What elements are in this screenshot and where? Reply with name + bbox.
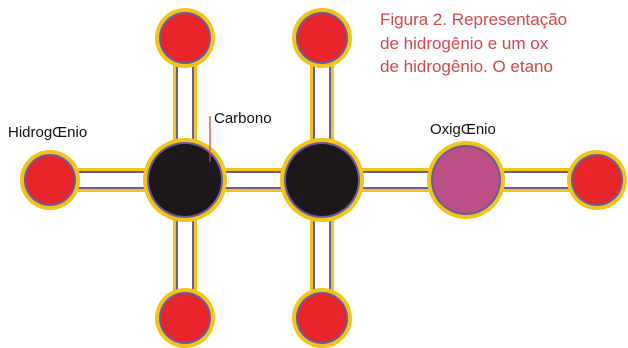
hydrogen-atom-c1-top bbox=[155, 8, 215, 68]
hydrogen-atom-c1-bottom bbox=[155, 288, 215, 348]
carbon-atom-1 bbox=[143, 138, 227, 222]
caption-line-3: de hidrogênio. O etano bbox=[380, 57, 553, 76]
figure-caption: Figura 2. Representação de hidrogênio e … bbox=[380, 8, 628, 79]
caption-line-2: de hidrogênio e um ox bbox=[380, 33, 549, 53]
hydrogen-atom-left bbox=[20, 150, 80, 210]
carbon-label: Carbono bbox=[214, 110, 272, 127]
oxygen-label: OxigŒnio bbox=[430, 121, 496, 138]
hydrogen-atom-c2-top bbox=[292, 8, 352, 68]
oxygen-atom bbox=[427, 141, 505, 219]
atoms bbox=[20, 8, 627, 348]
hydrogen-atom-right bbox=[567, 150, 627, 210]
caption-line-1: Figura 2. Representação bbox=[380, 10, 568, 29]
hydrogen-atom-c2-bottom bbox=[292, 288, 352, 348]
hydrogen-label: HidrogŒnio bbox=[8, 124, 88, 141]
carbon-atom-2 bbox=[280, 138, 364, 222]
